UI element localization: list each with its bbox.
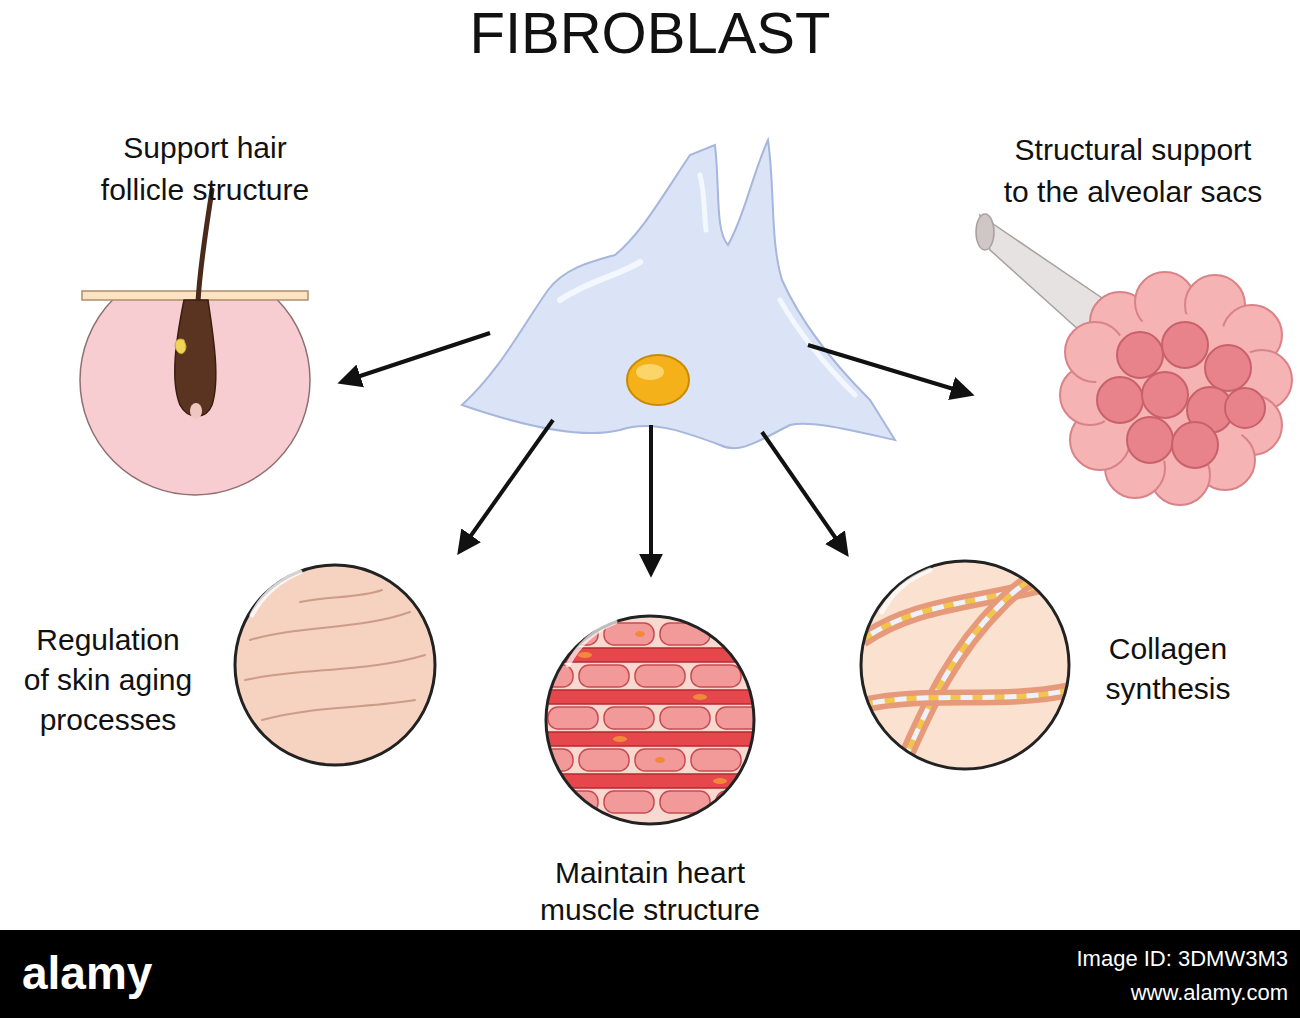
watermark-bar (0, 930, 1300, 1018)
function-node: Structural support to the alveolar sacs (960, 118, 1296, 480)
collagen-illustration (855, 555, 1075, 775)
fibroblast-cell (462, 140, 895, 448)
watermark-logo: alamy (22, 946, 152, 1000)
function-node: Collagen synthesis (855, 555, 1287, 770)
function-label: Structural support to the alveolar sacs (1001, 129, 1265, 213)
image-id: Image ID: 3DMW3M3 (1077, 946, 1289, 972)
alveolar-sacs-illustration (976, 214, 1292, 505)
function-label: Regulation of skin aging processes (22, 620, 194, 740)
skin-illustration (235, 565, 435, 765)
heart-muscle-illustration (523, 610, 797, 830)
diagram-title: FIBROBLAST (0, 0, 1300, 66)
function-node: Support hair follicle structure (60, 118, 350, 480)
watermark-url: www.alamy.com (1131, 980, 1288, 1006)
arrow (342, 333, 970, 573)
function-node: Regulation of skin aging processes (12, 555, 440, 770)
hair-follicle-illustration (80, 190, 310, 495)
function-node: Maintain heart muscle structure (520, 605, 780, 930)
function-label: Collagen synthesis (1088, 629, 1248, 709)
function-label: Support hair follicle structure (89, 127, 321, 211)
function-label: Maintain heart muscle structure (530, 854, 770, 928)
